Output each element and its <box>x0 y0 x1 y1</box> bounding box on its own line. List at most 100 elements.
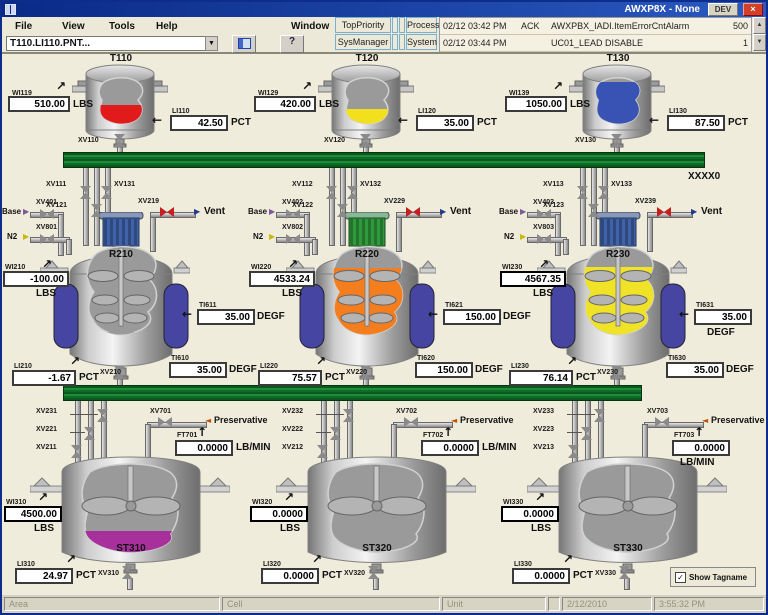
level-value[interactable]: 0.0000 <box>512 568 570 584</box>
xv133-valve[interactable] <box>598 186 609 199</box>
alarm-row[interactable]: 02/12 03:44 PM UC01_LEAD DISABLE 1 <box>440 35 751 52</box>
scroll-down-icon[interactable]: ▼ <box>753 34 766 51</box>
jacket-temp-value[interactable]: 35.00 <box>694 309 752 325</box>
alarm-spacer-button[interactable] <box>392 34 398 50</box>
xv211-valve[interactable] <box>71 445 82 458</box>
alarm-spacer-button[interactable] <box>392 17 398 33</box>
weight-value[interactable]: -100.00 <box>3 271 69 287</box>
flow-value[interactable]: 0.0000 <box>672 440 730 456</box>
xv221-valve[interactable] <box>84 427 95 440</box>
xv401-valve[interactable] <box>40 209 54 219</box>
combo-dropdown-icon[interactable]: ▼ <box>205 36 218 51</box>
xv233-valve[interactable] <box>594 409 605 422</box>
xv210-valve[interactable] <box>114 366 125 379</box>
xv212-valve[interactable] <box>317 445 328 458</box>
close-icon[interactable]: × <box>743 3 763 16</box>
alarm-spacer-button[interactable] <box>399 34 405 50</box>
flow-value[interactable]: 0.0000 <box>421 440 479 456</box>
reactor-vessel[interactable] <box>40 212 190 382</box>
temp-value[interactable]: 35.00 <box>169 362 227 378</box>
sys-manager-button[interactable]: SysManager <box>335 34 391 50</box>
scroll-up-icon[interactable]: ▲ <box>753 17 766 34</box>
xv402-valve[interactable] <box>286 209 300 219</box>
xv220-valve[interactable] <box>360 366 371 379</box>
menu-help[interactable]: Help <box>156 21 178 32</box>
dev-button[interactable]: DEV <box>708 3 738 16</box>
xv802-valve[interactable] <box>286 234 300 244</box>
xv130-valve[interactable] <box>611 134 622 147</box>
xv112-valve[interactable] <box>326 186 337 199</box>
tag-combo-input[interactable]: T110.LI110.PNT... <box>6 36 218 51</box>
alarm-spacer-button[interactable] <box>399 17 405 33</box>
menu-file[interactable]: File <box>15 21 33 32</box>
top-priority-button[interactable]: TopPriority <box>335 17 391 33</box>
jacket-temp-value[interactable]: 35.00 <box>197 309 255 325</box>
xv123-valve[interactable] <box>588 204 599 217</box>
system-button[interactable]: System <box>406 34 437 50</box>
storage-tank-vessel[interactable] <box>30 448 230 574</box>
menu-window[interactable]: Window <box>291 21 330 32</box>
xv219-vent-valve[interactable] <box>160 207 174 217</box>
menu-tools[interactable]: Tools <box>109 21 135 32</box>
xv320-valve[interactable] <box>368 566 379 579</box>
xv213-valve[interactable] <box>568 445 579 458</box>
level-value[interactable]: -1.67 <box>12 370 76 386</box>
xv131-valve[interactable] <box>101 186 112 199</box>
weight-value[interactable]: 4567.35 <box>500 271 566 287</box>
xv702-valve[interactable] <box>404 417 418 427</box>
help-button[interactable]: ? <box>280 35 304 53</box>
window-layout-button[interactable] <box>232 35 256 53</box>
xv803-valve[interactable] <box>537 234 551 244</box>
jacket-temp-value[interactable]: 150.00 <box>443 309 501 325</box>
xv701-valve[interactable] <box>158 417 172 427</box>
alarm-row[interactable]: 02/12 03:42 PM ACK AWXPBX_IADI.ItemError… <box>440 18 751 35</box>
xv330-valve[interactable] <box>619 566 630 579</box>
level-value[interactable]: 76.14 <box>509 370 573 386</box>
xv310-valve[interactable] <box>122 566 133 579</box>
xv113-valve[interactable] <box>577 186 588 199</box>
storage-tank-vessel[interactable] <box>276 448 476 574</box>
xv222-valve[interactable] <box>330 427 341 440</box>
xv111-valve[interactable] <box>80 186 91 199</box>
feed-tank-vessel[interactable] <box>569 62 665 150</box>
show-tagname-control[interactable]: ✓ Show Tagname <box>670 567 756 587</box>
level-value[interactable]: 35.00 <box>416 115 474 131</box>
xv110-valve[interactable] <box>114 134 125 147</box>
xv403-valve[interactable] <box>537 209 551 219</box>
xv231-valve[interactable] <box>97 409 108 422</box>
menu-view[interactable]: View <box>62 21 85 32</box>
weight-value[interactable]: 4533.24 <box>249 271 315 287</box>
xv239-vent-valve[interactable] <box>657 207 671 217</box>
level-value[interactable]: 75.57 <box>258 370 322 386</box>
weight-value[interactable]: 4500.00 <box>4 506 62 522</box>
level-value[interactable]: 87.50 <box>667 115 725 131</box>
xv132-valve[interactable] <box>347 186 358 199</box>
weight-value[interactable]: 0.0000 <box>501 506 559 522</box>
weight-value[interactable]: 0.0000 <box>250 506 308 522</box>
flow-value[interactable]: 0.0000 <box>175 440 233 456</box>
xv801-valve[interactable] <box>40 234 54 244</box>
storage-tank-vessel[interactable] <box>527 448 727 574</box>
alarm-scrollbar[interactable]: ▲ ▼ <box>753 17 766 52</box>
xv223-valve[interactable] <box>581 427 592 440</box>
titlebar[interactable]: AWXP8X - None DEV × <box>2 2 766 17</box>
weight-value[interactable]: 1050.00 <box>505 96 567 112</box>
weight-value[interactable]: 420.00 <box>254 96 316 112</box>
xv121-valve[interactable] <box>91 204 102 217</box>
xv122-valve[interactable] <box>337 204 348 217</box>
temp-value[interactable]: 150.00 <box>415 362 473 378</box>
level-value[interactable]: 42.50 <box>170 115 228 131</box>
xv229-vent-valve[interactable] <box>406 207 420 217</box>
xv120-valve[interactable] <box>360 134 371 147</box>
xv232-valve[interactable] <box>343 409 354 422</box>
reactor-vessel[interactable] <box>286 212 436 382</box>
checkbox-check-icon[interactable]: ✓ <box>675 571 686 583</box>
level-value[interactable]: 0.0000 <box>261 568 319 584</box>
temp-value[interactable]: 35.00 <box>666 362 724 378</box>
xv703-valve[interactable] <box>655 417 669 427</box>
process-button[interactable]: Process <box>406 17 440 33</box>
reactor-vessel[interactable] <box>537 212 687 382</box>
xv230-valve[interactable] <box>611 366 622 379</box>
level-value[interactable]: 24.97 <box>15 568 73 584</box>
weight-value[interactable]: 510.00 <box>8 96 70 112</box>
